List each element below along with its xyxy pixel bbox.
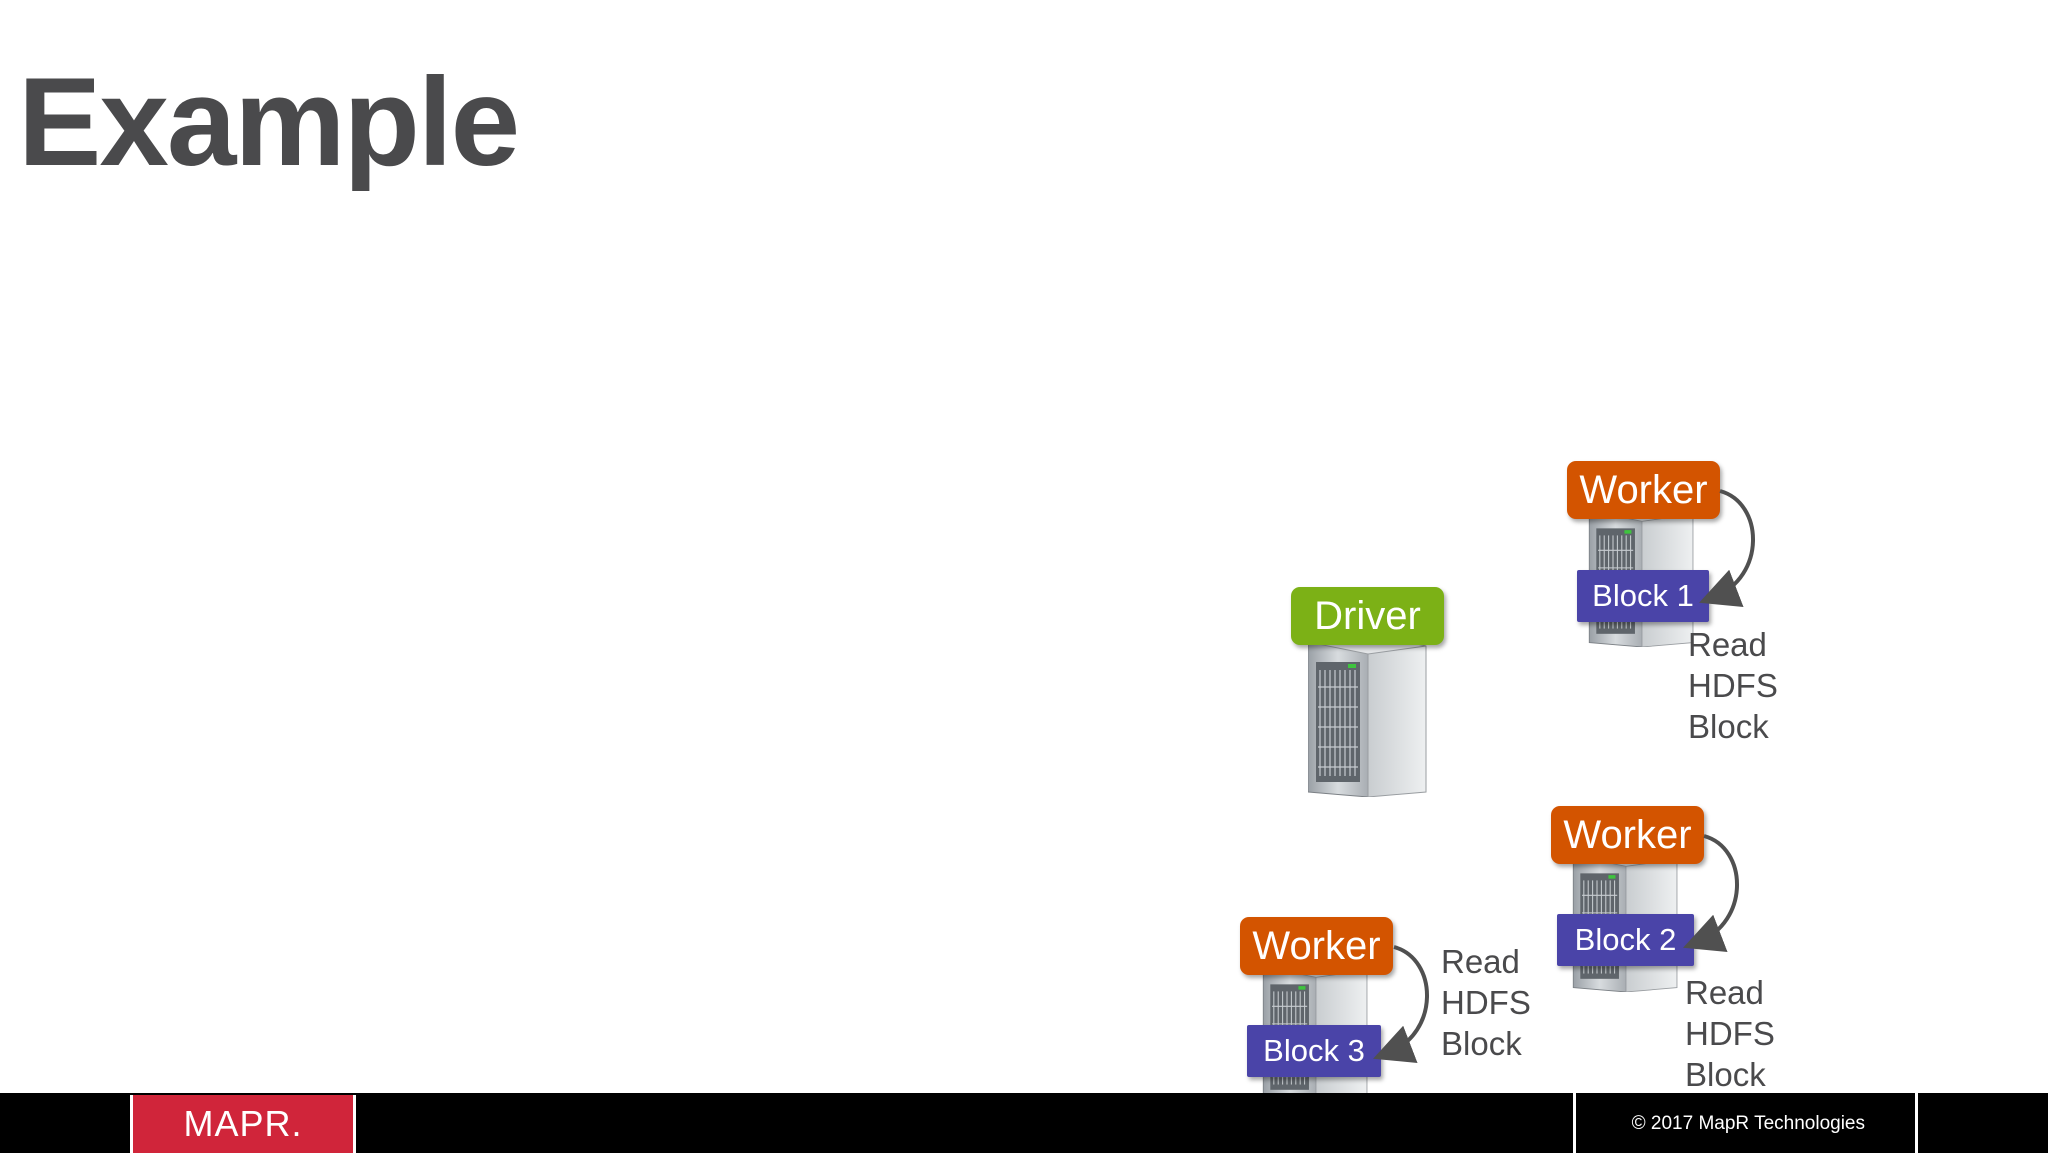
driver-server-icon — [1308, 633, 1427, 797]
hdfs-line: HDFS — [1441, 984, 1531, 1021]
logo-text: MAPR. — [183, 1103, 303, 1144]
footer-divider — [1573, 1093, 1576, 1153]
footer-divider — [1915, 1093, 1918, 1153]
worker-2-block: Block 2 — [1557, 914, 1694, 966]
worker-2-read-arrow — [1683, 834, 1739, 953]
hdfs-line: HDFS — [1685, 1015, 1775, 1052]
worker-3-block: Block 3 — [1247, 1025, 1381, 1077]
worker-3-label: Worker — [1240, 917, 1393, 975]
read-line: Read — [1688, 626, 1767, 663]
read-line: Read — [1441, 943, 1520, 980]
read-line: Read — [1685, 974, 1764, 1011]
worker-3-read-text: Read HDFS Block — [1441, 941, 1531, 1064]
driver-label: Driver — [1291, 587, 1444, 645]
page-title: Example — [18, 53, 520, 192]
worker-2-read-text: Read HDFS Block — [1685, 972, 1775, 1095]
worker-1-block: Block 1 — [1577, 570, 1709, 622]
block-line: Block — [1441, 1025, 1522, 1062]
block-line: Block — [1685, 1056, 1766, 1093]
mapr-logo: MAPR. — [130, 1095, 356, 1153]
worker-2-label: Worker — [1551, 806, 1704, 864]
worker-3-read-arrow — [1373, 945, 1429, 1064]
hdfs-line: HDFS — [1688, 667, 1778, 704]
block-line: Block — [1688, 708, 1769, 745]
worker-1-label: Worker — [1567, 461, 1720, 519]
worker-1-read-arrow — [1699, 489, 1755, 608]
copyright-text: © 2017 MapR Technologies — [1631, 1113, 1865, 1134]
worker-1-read-text: Read HDFS Block — [1688, 624, 1778, 747]
